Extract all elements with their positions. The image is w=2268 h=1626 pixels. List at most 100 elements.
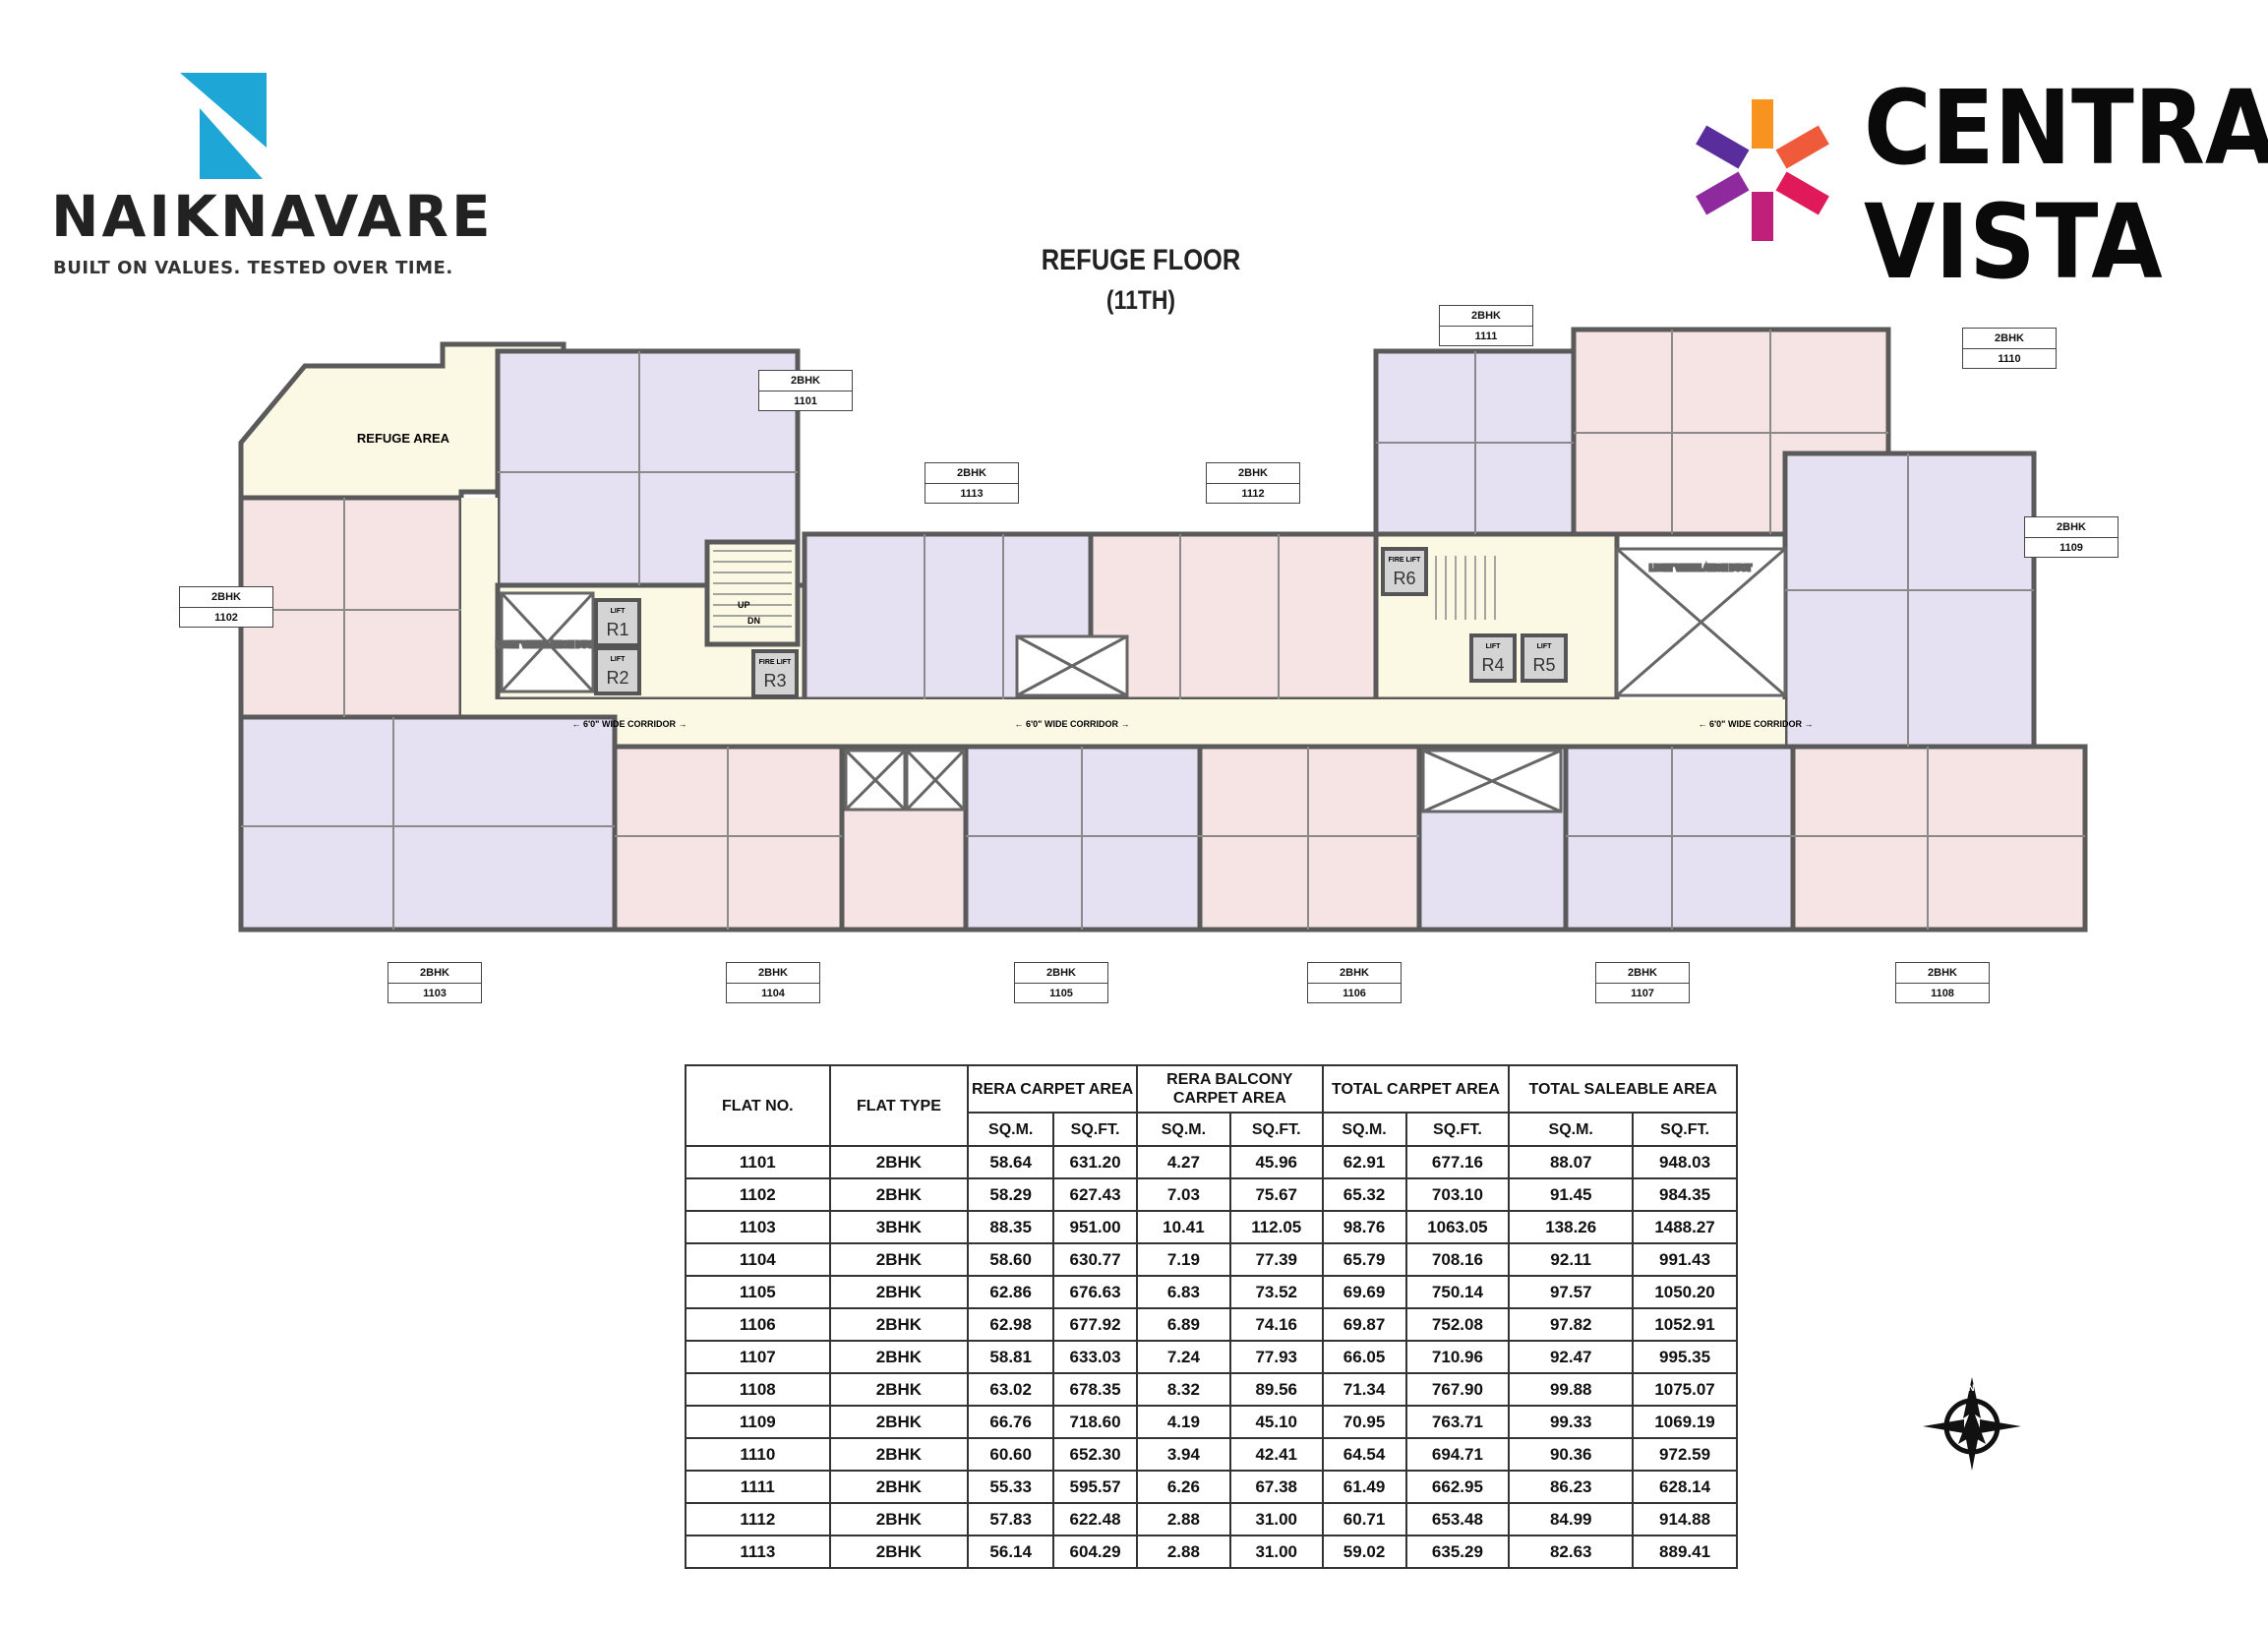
unit-type: 2BHK — [180, 587, 272, 608]
svg-text:R2: R2 — [606, 668, 628, 688]
subheader-sqft: SQ.FT. — [1404, 1112, 1511, 1147]
table-cell: 630.77 — [1052, 1242, 1138, 1277]
table-cell: 89.56 — [1228, 1372, 1324, 1407]
unit-type: 2BHK — [925, 463, 1018, 484]
table-cell: 750.14 — [1404, 1275, 1511, 1309]
table-cell: 2BHK — [828, 1535, 970, 1569]
table-cell: 45.10 — [1228, 1405, 1324, 1439]
light-ventilation-duct — [1615, 547, 1787, 697]
table-cell: 42.41 — [1228, 1437, 1324, 1472]
stair-left — [704, 539, 801, 647]
table-cell: 991.43 — [1632, 1242, 1738, 1277]
table-cell: 66.05 — [1321, 1340, 1407, 1374]
corridor-label-right: ← 6'0" WIDE CORRIDOR → — [1699, 719, 1814, 729]
table-cell: 97.57 — [1508, 1275, 1635, 1309]
lift-r2: LIFT R2 — [594, 646, 641, 695]
svg-text:FIRE LIFT: FIRE LIFT — [1389, 557, 1421, 564]
table-cell: 662.95 — [1404, 1470, 1511, 1504]
table-cell: 66.76 — [967, 1405, 1055, 1439]
table-cell: 951.00 — [1052, 1210, 1138, 1244]
table-cell: 1110 — [685, 1437, 831, 1472]
table-cell: 97.82 — [1508, 1307, 1635, 1342]
header-flat-no: FLAT NO. — [685, 1064, 831, 1147]
table-cell: 64.54 — [1321, 1437, 1407, 1472]
table-cell: 99.33 — [1508, 1405, 1635, 1439]
table-cell: 71.34 — [1321, 1372, 1407, 1407]
table-cell: 972.59 — [1632, 1437, 1738, 1472]
table-cell: 710.96 — [1404, 1340, 1511, 1374]
table-cell: 1075.07 — [1632, 1372, 1738, 1407]
table-cell: 98.76 — [1321, 1210, 1407, 1244]
table-cell: 2BHK — [828, 1275, 970, 1309]
svg-text:LIFT: LIFT — [1537, 643, 1552, 650]
duct-label: LIGHT VENTILATION DUCT — [496, 640, 598, 649]
table-cell: 1069.19 — [1632, 1405, 1738, 1439]
table-cell: 2BHK — [828, 1372, 970, 1407]
table-cell: 1107 — [685, 1340, 831, 1374]
table-cell: 1101 — [685, 1145, 831, 1179]
table-cell: 62.98 — [967, 1307, 1055, 1342]
unit-label-1104: 2BHK 1104 — [726, 962, 820, 1003]
unit-type: 2BHK — [1596, 963, 1689, 984]
table-cell: 1488.27 — [1632, 1210, 1738, 1244]
flat-1106 — [1197, 744, 1422, 933]
table-cell: 2BHK — [828, 1340, 970, 1374]
flat-1107 — [1563, 744, 1796, 933]
table-cell: 677.16 — [1404, 1145, 1511, 1179]
table-cell: 7.19 — [1135, 1242, 1231, 1277]
table-cell: 708.16 — [1404, 1242, 1511, 1277]
table-cell: 1105 — [685, 1275, 831, 1309]
table-cell: 69.87 — [1321, 1307, 1407, 1342]
table-cell: 73.52 — [1228, 1275, 1324, 1309]
table-cell: 595.57 — [1052, 1470, 1138, 1504]
table-cell: 62.91 — [1321, 1145, 1407, 1179]
table-cell: 63.02 — [967, 1372, 1055, 1407]
table-cell: 88.35 — [967, 1210, 1055, 1244]
flat-1112 — [1088, 531, 1379, 702]
table-cell: 88.07 — [1508, 1145, 1635, 1179]
table-cell: 1104 — [685, 1242, 831, 1277]
unit-type: 2BHK — [727, 963, 819, 984]
table-cell: 1112 — [685, 1502, 831, 1536]
subheader-sqm: SQ.M. — [967, 1112, 1055, 1147]
star-arm — [1775, 125, 1829, 169]
svg-text:R1: R1 — [606, 620, 628, 639]
table-cell: 1106 — [685, 1307, 831, 1342]
light-ventilation-duct — [905, 749, 966, 812]
table-cell: 1063.05 — [1404, 1210, 1511, 1244]
duct-label: LIGHT VENTILATION DUCT — [1649, 564, 1752, 572]
table-cell: 92.11 — [1508, 1242, 1635, 1277]
unit-number: 1104 — [761, 988, 785, 999]
svg-text:LIFT: LIFT — [611, 656, 626, 663]
header-total-carpet: TOTAL CARPET AREA — [1321, 1064, 1511, 1114]
stair-up-label: UP — [738, 600, 750, 610]
project-name-line1: CENTRAL — [1864, 68, 2268, 188]
table-cell: 65.79 — [1321, 1242, 1407, 1277]
header-rera-carpet: RERA CARPET AREA — [967, 1064, 1138, 1114]
table-cell: 31.00 — [1228, 1535, 1324, 1569]
table-cell: 82.63 — [1508, 1535, 1635, 1569]
subheader-sqft: SQ.FT. — [1228, 1112, 1324, 1147]
svg-text:R3: R3 — [763, 671, 786, 691]
table-cell: 627.43 — [1052, 1177, 1138, 1212]
project-logo-text: CENTRAL VISTA — [1864, 71, 2268, 299]
flat-1109 — [1782, 451, 2037, 750]
svg-text:LIFT: LIFT — [1486, 643, 1501, 650]
north-compass-icon: N — [1923, 1377, 2021, 1471]
table-cell: 677.92 — [1052, 1307, 1138, 1342]
table-cell: 10.41 — [1135, 1210, 1231, 1244]
light-ventilation-duct — [500, 591, 595, 693]
table-cell: 7.03 — [1135, 1177, 1231, 1212]
